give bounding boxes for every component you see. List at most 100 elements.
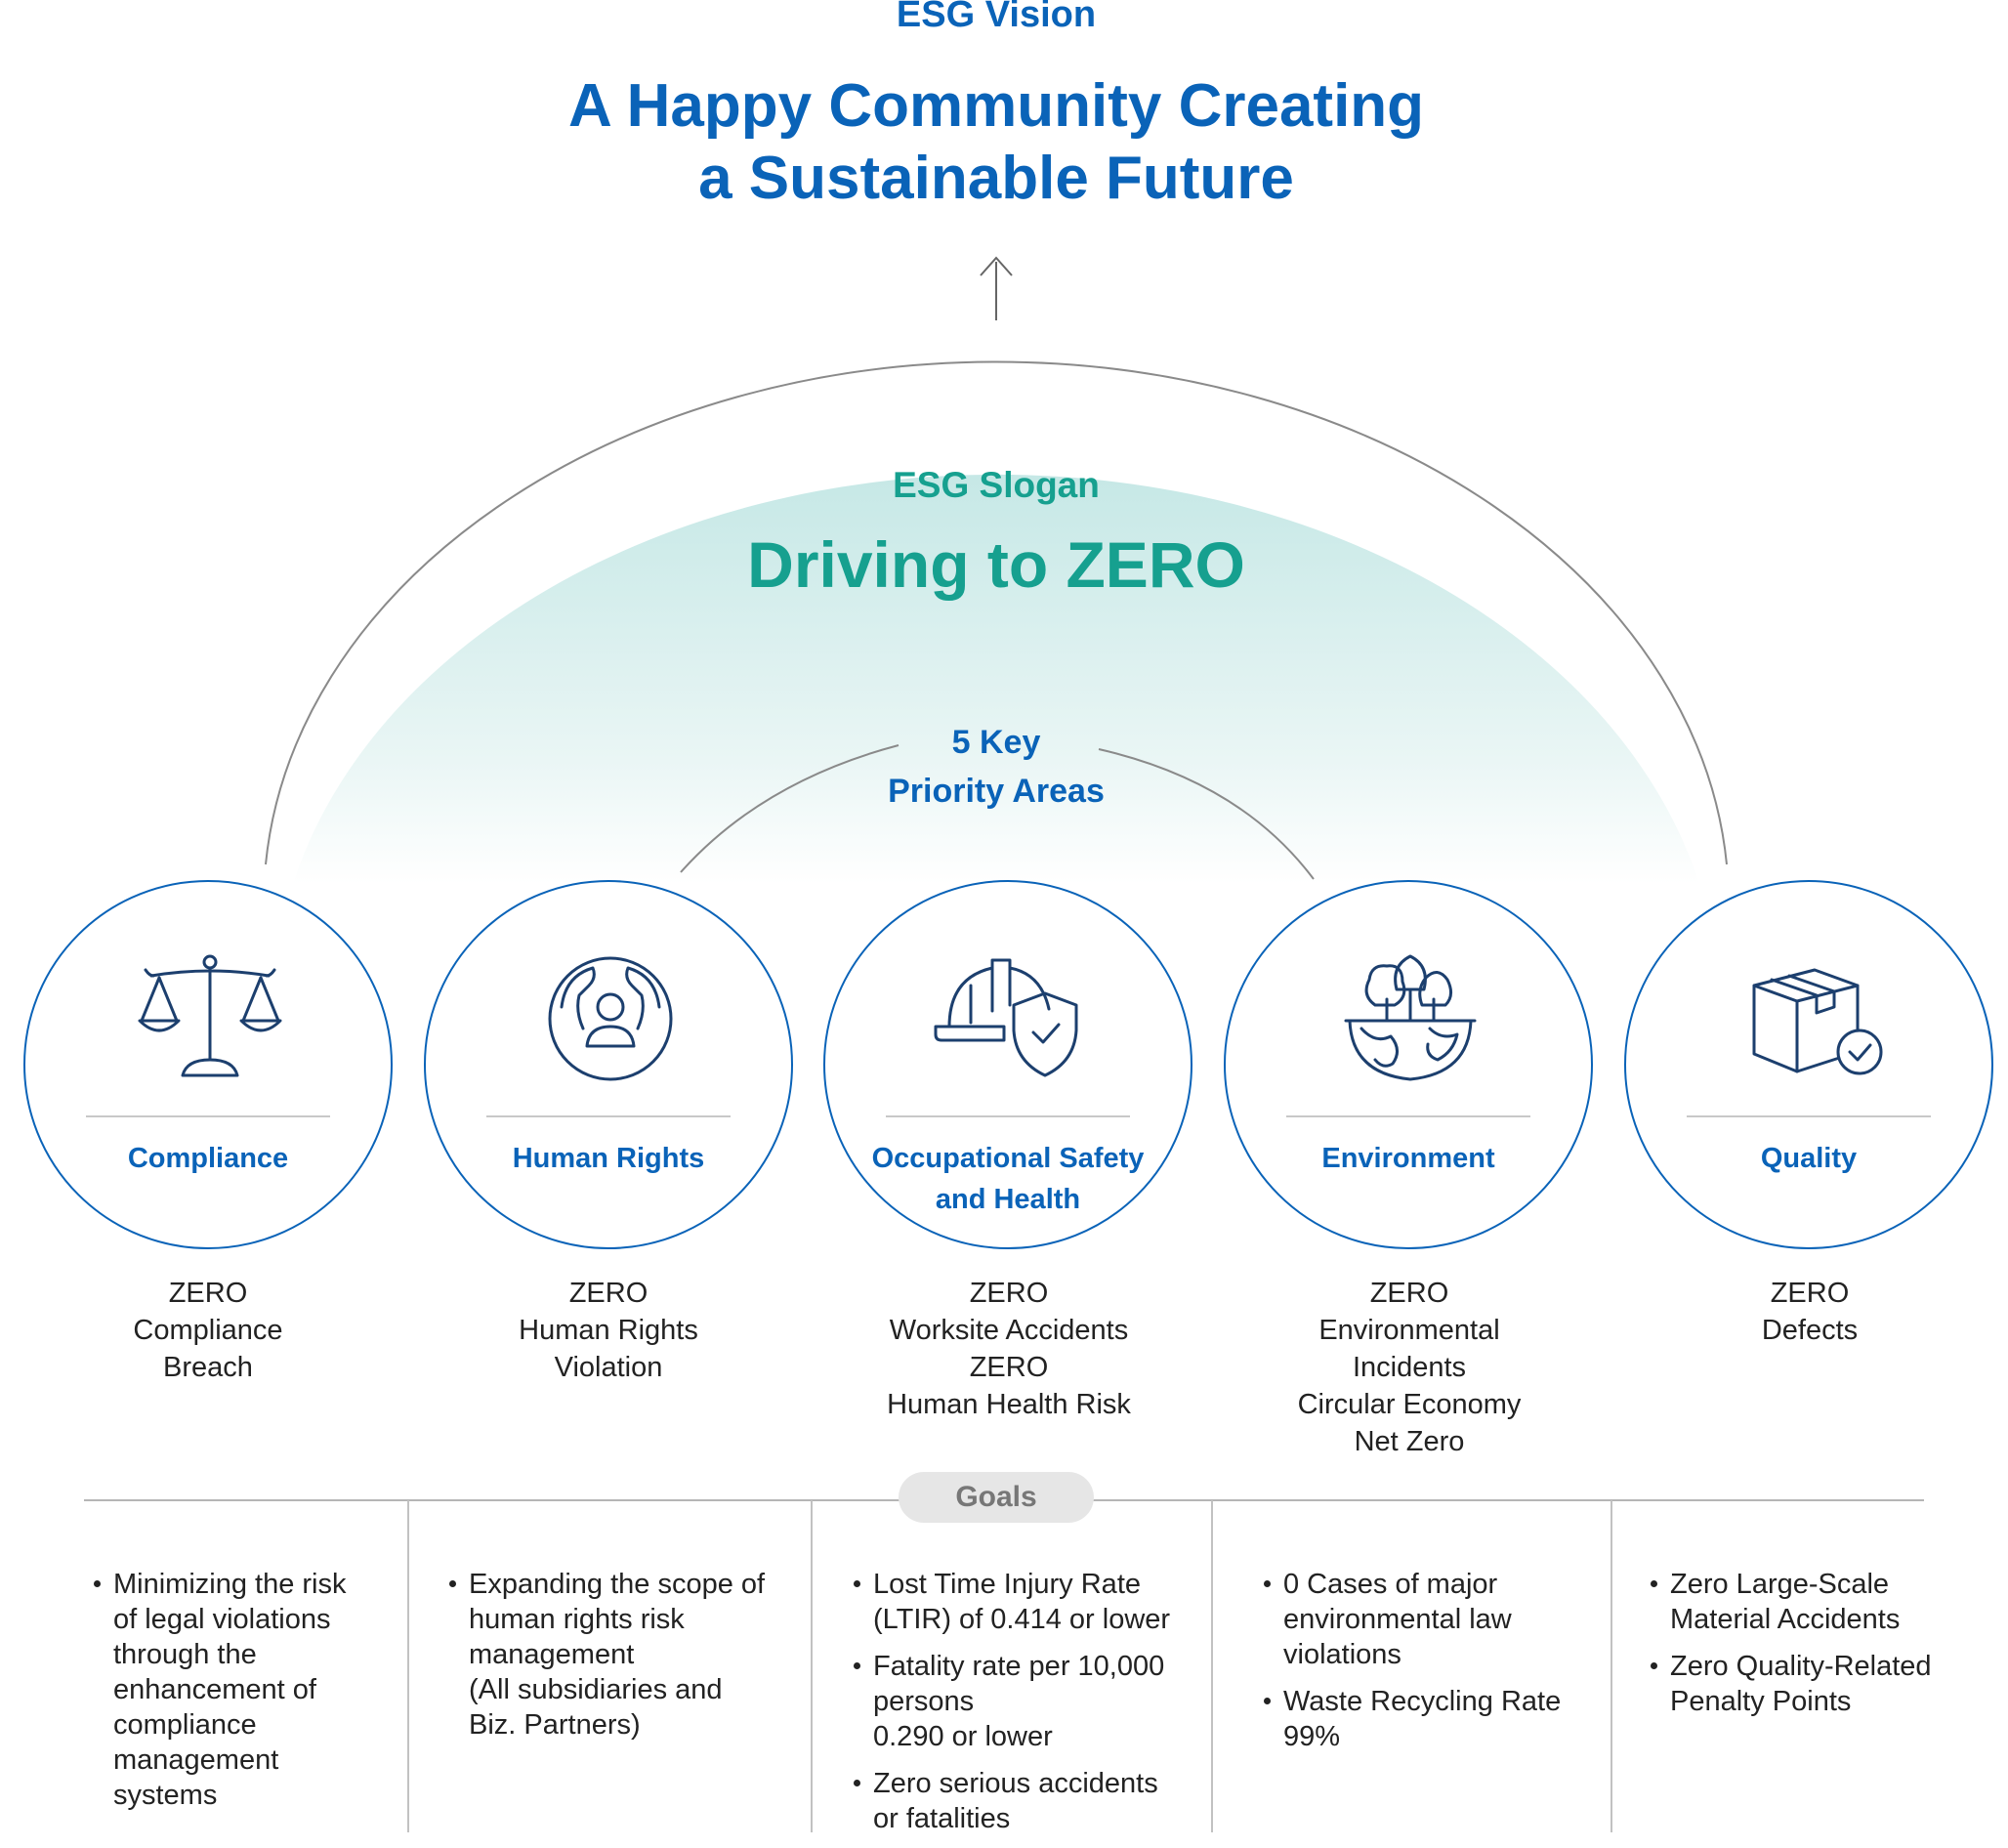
goal-line: (LTIR) of 0.414 or lower xyxy=(873,1604,1171,1635)
area-divider xyxy=(886,1115,1130,1117)
area-circle-human-rights: Human Rights xyxy=(424,880,793,1249)
slogan-title: Driving to ZERO xyxy=(747,528,1245,601)
area-targets-environment: ZERO Environmental Incidents Circular Ec… xyxy=(1234,1275,1585,1460)
goal-item: Waste Recycling Rate 99% xyxy=(1264,1684,1596,1754)
goal-line: of legal violations xyxy=(113,1604,331,1635)
goal-line: Fatality rate per 10,000 xyxy=(873,1651,1165,1682)
area-divider xyxy=(486,1115,731,1117)
area-label-line: Compliance xyxy=(127,1143,289,1174)
area-targets-safety-health: ZERO Worksite Accidents ZERO Human Healt… xyxy=(833,1275,1185,1423)
vision-title: A Happy Community Creating a Sustainable… xyxy=(0,70,1992,215)
goal-item: Zero Quality-Related Penalty Points xyxy=(1651,1649,1992,1719)
goal-line: persons xyxy=(873,1686,975,1717)
area-circle-safety-health: Occupational Safety and Health xyxy=(823,880,1192,1249)
vision-label: ESG Vision xyxy=(896,0,1097,35)
area-label-compliance: Compliance xyxy=(45,1138,371,1179)
goal-line: Material Accidents xyxy=(1670,1604,1901,1635)
goals-column-divider xyxy=(811,1500,813,1832)
goal-line: environmental law xyxy=(1283,1604,1512,1635)
goal-line: Expanding the scope of xyxy=(469,1569,766,1600)
slogan-dome xyxy=(293,474,1699,884)
target-line: Violation xyxy=(554,1352,663,1383)
target-line: Human Health Risk xyxy=(887,1389,1131,1420)
key-areas-label: 5 Key Priority Areas xyxy=(850,718,1143,816)
target-line: Defects xyxy=(1761,1315,1859,1346)
vision-title-line: a Sustainable Future xyxy=(698,145,1294,212)
scale-icon xyxy=(138,954,282,1077)
goal-line: human rights risk xyxy=(469,1604,685,1635)
goal-line: through the xyxy=(113,1639,257,1670)
area-label-line: Occupational Safety xyxy=(871,1143,1145,1174)
goal-line: Penalty Points xyxy=(1670,1686,1852,1717)
goal-line: enhancement of xyxy=(113,1674,316,1705)
goal-line: Zero serious accidents xyxy=(873,1768,1158,1799)
target-line: Human Rights xyxy=(519,1315,698,1346)
area-targets-human-rights: ZERO Human Rights Violation xyxy=(433,1275,784,1386)
goals-column-compliance: Minimizing the risk of legal violations … xyxy=(94,1567,387,1825)
key-areas-line: 5 Key xyxy=(951,724,1041,761)
vision-arrow-head xyxy=(980,256,1013,276)
hands-person-icon xyxy=(548,956,673,1081)
target-line: ZERO xyxy=(568,1278,648,1309)
goal-item: Lost Time Injury Rate (LTIR) of 0.414 or… xyxy=(854,1567,1195,1637)
goals-column-divider xyxy=(1611,1500,1612,1832)
goal-item: Minimizing the risk of legal violations … xyxy=(94,1567,387,1813)
area-circle-quality: Quality xyxy=(1624,880,1993,1249)
goals-column-quality: Zero Large-Scale Material Accidents Zero… xyxy=(1651,1567,1992,1731)
area-divider xyxy=(1687,1115,1931,1117)
goal-line: or fatalities xyxy=(873,1803,1011,1834)
goal-line: Zero Quality-Related xyxy=(1670,1651,1932,1682)
goals-column-environment: 0 Cases of major environmental law viola… xyxy=(1264,1567,1596,1766)
key-areas-arc-right xyxy=(1098,748,1315,880)
target-line: Breach xyxy=(163,1352,253,1383)
target-line: ZERO xyxy=(1369,1278,1449,1309)
goal-line: (All subsidiaries and xyxy=(469,1674,723,1705)
goal-line: 0.290 or lower xyxy=(873,1721,1053,1752)
area-label-safety-health: Occupational Safety and Health xyxy=(845,1138,1171,1220)
goals-column-divider xyxy=(407,1500,409,1832)
area-label-environment: Environment xyxy=(1245,1138,1571,1179)
area-targets-quality: ZERO Defects xyxy=(1634,1275,1986,1349)
globe-trees-icon xyxy=(1344,954,1477,1081)
vision-title-line: A Happy Community Creating xyxy=(567,72,1425,140)
area-label-human-rights: Human Rights xyxy=(445,1138,772,1179)
goal-line: Waste Recycling Rate xyxy=(1283,1686,1562,1717)
target-line: Incidents xyxy=(1352,1352,1467,1383)
goal-item: Zero serious accidents or fatalities xyxy=(854,1766,1195,1836)
goals-label: Goals xyxy=(899,1472,1094,1523)
goal-line: systems xyxy=(113,1780,218,1811)
area-label-line: Environment xyxy=(1321,1143,1495,1174)
goal-item: Zero Large-Scale Material Accidents xyxy=(1651,1567,1992,1637)
goal-line: violations xyxy=(1283,1639,1401,1670)
area-label-line: Quality xyxy=(1760,1143,1858,1174)
target-line: ZERO xyxy=(168,1278,248,1309)
target-line: ZERO xyxy=(969,1278,1049,1309)
goal-line: 0 Cases of major xyxy=(1283,1569,1498,1600)
goal-line: 99% xyxy=(1283,1721,1341,1752)
target-line: ZERO xyxy=(1770,1278,1850,1309)
area-divider xyxy=(86,1115,330,1117)
area-label-line: Human Rights xyxy=(512,1143,705,1174)
goal-line: Lost Time Injury Rate xyxy=(873,1569,1141,1600)
target-line: Worksite Accidents xyxy=(889,1315,1129,1346)
box-check-icon xyxy=(1752,968,1883,1075)
goal-line: management xyxy=(113,1744,279,1776)
target-line: Circular Economy xyxy=(1297,1389,1522,1420)
goal-line: Zero Large-Scale xyxy=(1670,1569,1890,1600)
target-line: Net Zero xyxy=(1354,1426,1465,1457)
goal-line: Minimizing the risk xyxy=(113,1569,347,1600)
area-circle-compliance: Compliance xyxy=(23,880,393,1249)
key-areas-arc-left xyxy=(680,744,899,873)
target-line: Environmental xyxy=(1318,1315,1500,1346)
goal-line: management xyxy=(469,1639,635,1670)
goal-line: Biz. Partners) xyxy=(469,1709,641,1741)
vision-arc xyxy=(265,360,1728,865)
slogan-label: ESG Slogan xyxy=(893,465,1100,505)
goals-column-human-rights: Expanding the scope of human rights risk… xyxy=(449,1567,791,1754)
goal-item: 0 Cases of major environmental law viola… xyxy=(1264,1567,1596,1672)
area-label-line: and Health xyxy=(935,1184,1081,1215)
area-circle-environment: Environment xyxy=(1224,880,1593,1249)
goal-line: compliance xyxy=(113,1709,257,1741)
target-line: ZERO xyxy=(969,1352,1049,1383)
